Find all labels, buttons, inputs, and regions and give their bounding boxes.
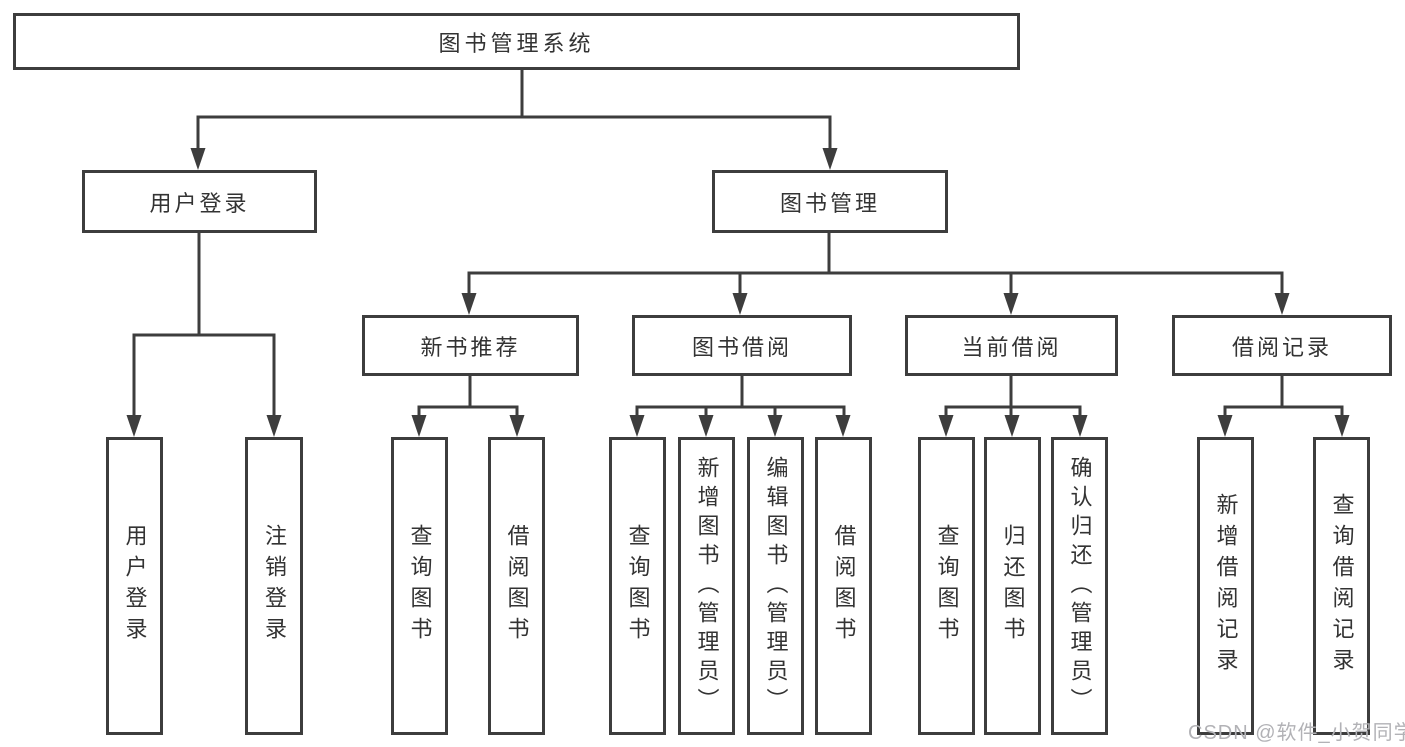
leaf-return-books: 归还图书	[984, 437, 1041, 735]
leaf-logout: 注销登录	[245, 437, 303, 735]
leaf-add-books-admin: 新增图书（管理员）	[678, 437, 735, 735]
leaf-borrow-books-2-label: 借阅图书	[831, 524, 857, 648]
leaf-query-books-2-label: 查询图书	[625, 524, 651, 648]
node-new-book-recommend-label: 新书推荐	[420, 334, 521, 360]
leaf-query-books-3-label: 查询图书	[934, 524, 960, 648]
leaf-borrow-books-1-label: 借阅图书	[504, 524, 530, 648]
leaf-add-borrow-record-label: 新增借阅记录	[1213, 493, 1239, 679]
leaf-user-login: 用户登录	[106, 437, 163, 735]
leaf-return-books-label: 归还图书	[1000, 524, 1026, 648]
node-book-borrow: 图书借阅	[632, 315, 852, 376]
node-user-login-label: 用户登录	[149, 190, 250, 216]
leaf-query-borrow-record-label: 查询借阅记录	[1329, 493, 1355, 679]
leaf-query-books-1: 查询图书	[391, 437, 448, 735]
leaf-confirm-return-admin: 确认归还（管理员）	[1051, 437, 1108, 735]
leaf-borrow-books-2: 借阅图书	[815, 437, 872, 735]
leaf-edit-books-admin: 编辑图书（管理员）	[747, 437, 804, 735]
leaf-query-books-1-label: 查询图书	[407, 524, 433, 648]
leaf-confirm-return-admin-label: 确认归还（管理员）	[1067, 455, 1093, 717]
leaf-add-borrow-record: 新增借阅记录	[1197, 437, 1254, 735]
node-book-management-label: 图书管理	[779, 190, 880, 216]
leaf-query-borrow-record: 查询借阅记录	[1313, 437, 1370, 735]
node-borrow-records-label: 借阅记录	[1231, 334, 1332, 360]
leaf-logout-label: 注销登录	[262, 524, 287, 648]
node-current-borrow-label: 当前借阅	[961, 334, 1062, 360]
leaf-add-books-admin-label: 新增图书（管理员）	[694, 455, 720, 717]
watermark: CSDN @软件_小贺同学	[1188, 722, 1405, 744]
node-root-label: 图书管理系统	[438, 30, 595, 56]
leaf-user-login-label: 用户登录	[122, 524, 148, 648]
leaf-borrow-books-1: 借阅图书	[488, 437, 545, 735]
node-book-management: 图书管理	[712, 170, 948, 233]
node-current-borrow: 当前借阅	[905, 315, 1118, 376]
leaf-query-books-2: 查询图书	[609, 437, 666, 735]
node-book-borrow-label: 图书借阅	[691, 334, 792, 360]
leaf-query-books-3: 查询图书	[918, 437, 975, 735]
node-borrow-records: 借阅记录	[1172, 315, 1392, 376]
node-user-login: 用户登录	[82, 170, 317, 233]
node-root: 图书管理系统	[13, 13, 1020, 70]
node-new-book-recommend: 新书推荐	[362, 315, 579, 376]
leaf-edit-books-admin-label: 编辑图书（管理员）	[763, 455, 789, 717]
